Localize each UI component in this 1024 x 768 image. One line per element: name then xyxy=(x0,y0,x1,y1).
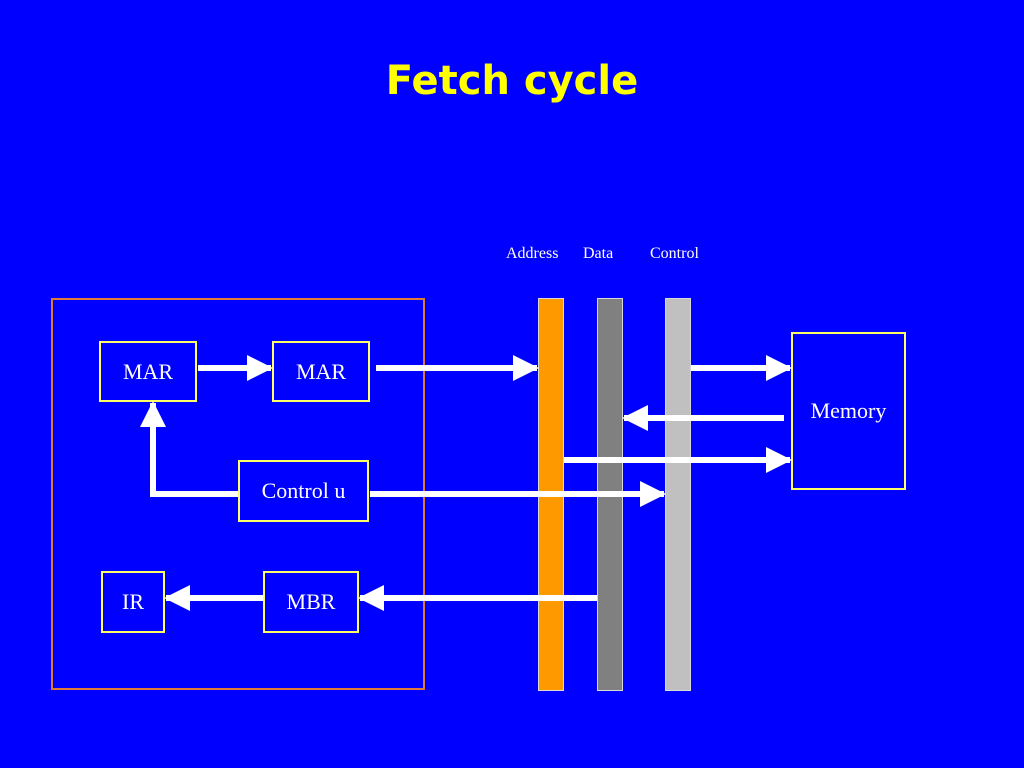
control-bus xyxy=(665,298,691,691)
slide-title: Fetch cycle xyxy=(385,58,639,104)
control-unit-box: Control u xyxy=(238,460,369,522)
memory-box: Memory xyxy=(791,332,906,490)
mar-register-right: MAR xyxy=(272,341,370,402)
address-bus-label: Address xyxy=(506,245,559,262)
arrow-control-unit-to-mar xyxy=(140,401,238,497)
control-bus-label: Control xyxy=(650,245,699,262)
data-bus-label: Data xyxy=(583,245,614,262)
